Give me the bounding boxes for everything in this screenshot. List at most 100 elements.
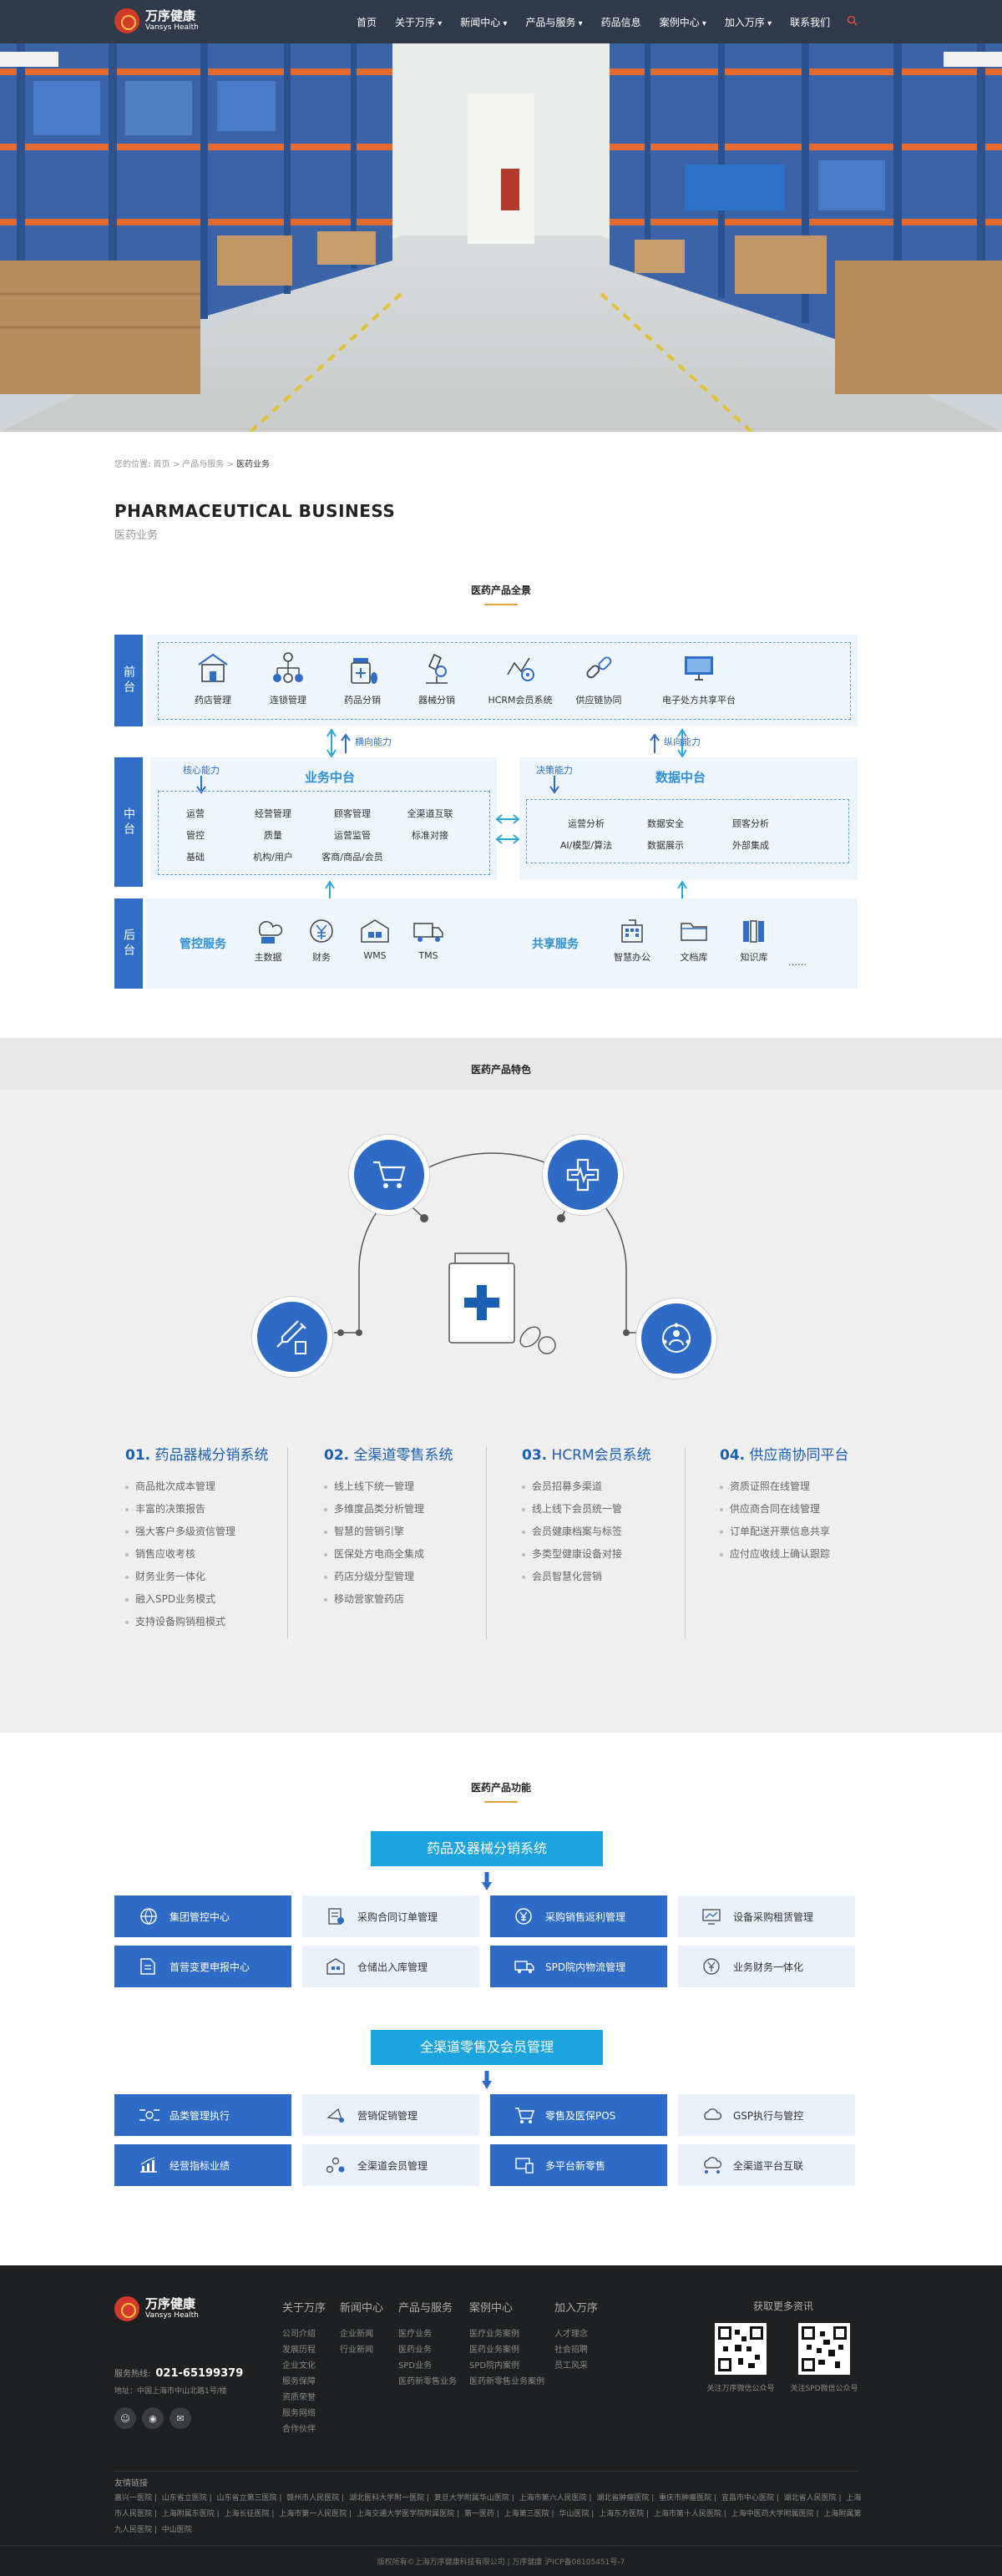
friend-link[interactable]: 上海附属第九人民医院 | <box>114 2510 862 2534</box>
friend-link[interactable]: 上海长征医院 | <box>224 2510 277 2518</box>
search-icon[interactable] <box>847 15 858 29</box>
front-item-eprescription[interactable]: 电子处方共享平台 <box>649 650 749 706</box>
function-purchase-contract[interactable]: 采购合同订单管理 <box>302 1895 479 1937</box>
friend-link[interactable]: 第一医药 | <box>463 2510 502 2518</box>
friend-link[interactable]: 宜昌市中心医院 | <box>721 2494 782 2503</box>
nav-item-drug-info[interactable]: 药品信息 <box>600 16 641 28</box>
monitor-icon <box>701 1906 733 1926</box>
footer-link[interactable]: 服务网络 <box>282 2409 316 2418</box>
function-warehouse[interactable]: 仓储出入库管理 <box>302 1946 479 1987</box>
friend-link[interactable]: 上海附属东医院 | <box>161 2510 222 2518</box>
function-spd-logistics[interactable]: SPD院内物流管理 <box>490 1946 667 1987</box>
site-logo[interactable]: 万序健康 Vansys Health <box>114 8 199 33</box>
shared-item-knowledge[interactable]: 知识库 <box>729 917 779 964</box>
qq-icon[interactable]: ☺ <box>114 2407 136 2429</box>
footer-link[interactable]: 服务保障 <box>282 2377 316 2386</box>
friend-link[interactable]: 湖北医科大学附一医院 | <box>349 2494 432 2503</box>
function-equipment[interactable]: 设备采购租赁管理 <box>678 1895 855 1937</box>
footer-link[interactable]: 医药新零售业务 <box>398 2377 457 2386</box>
friend-link[interactable]: 上海中医药大学附属医院 | <box>731 2510 822 2518</box>
nav-item-home[interactable]: 首页 <box>357 16 377 28</box>
front-item-drug-distribution[interactable]: 药品分销 <box>329 650 396 706</box>
nav-item-join[interactable]: 加入万序 <box>725 15 772 29</box>
footer-link[interactable]: 医疗业务 <box>398 2330 432 2339</box>
nav-item-cases[interactable]: 案例中心 <box>660 15 706 29</box>
front-item-hcrm[interactable]: HCRM会员系统 <box>480 650 560 706</box>
friend-link[interactable]: 上海东方医院 | <box>599 2510 651 2518</box>
function-multi-platform[interactable]: 多平台新零售 <box>490 2144 667 2186</box>
footer-link[interactable]: 公司介绍 <box>282 2330 316 2339</box>
footer-link[interactable]: 企业文化 <box>282 2361 316 2371</box>
function-category[interactable]: 品类管理执行 <box>114 2094 291 2136</box>
footer-link[interactable]: 合作伙伴 <box>282 2425 316 2434</box>
medicine-bottle-icon <box>351 658 377 684</box>
wechat-icon[interactable]: ✉ <box>170 2407 191 2429</box>
footer-link[interactable]: 医药业务案例 <box>469 2346 519 2355</box>
footer-link[interactable]: 行业新闻 <box>340 2346 373 2355</box>
control-item-wms[interactable]: WMS <box>350 917 400 961</box>
front-item-pharmacy[interactable]: 药店管理 <box>180 650 246 706</box>
weibo-icon[interactable]: ◉ <box>142 2407 164 2429</box>
front-item-chain[interactable]: 连锁管理 <box>255 650 321 706</box>
friend-link[interactable]: 复旦大学附属华山医院 | <box>433 2494 517 2503</box>
friend-link[interactable]: 中山医院 <box>161 2526 192 2534</box>
friend-link[interactable]: 湖北省肿瘤医院 | <box>596 2494 657 2503</box>
breadcrumb-path[interactable]: 您的位置: 首页 > 产品与服务 > <box>114 460 237 469</box>
front-item-device-distribution[interactable]: 器械分销 <box>403 650 470 706</box>
friend-link[interactable]: 上海市第一人民医院 | <box>279 2510 355 2518</box>
business-cell: 机构/用户 <box>253 852 293 863</box>
friend-link[interactable]: 嘉兴一医院 | <box>114 2494 159 2503</box>
function-gsp[interactable]: GSP执行与管控 <box>678 2094 855 2136</box>
feature-title: 03. HCRM会员系统 <box>522 1447 651 1464</box>
footer-link[interactable]: 医药新零售业务案例 <box>469 2377 544 2386</box>
member-settings-icon <box>507 657 534 681</box>
footer-link[interactable]: SPD业务 <box>398 2361 433 2371</box>
friend-link[interactable]: 华山医院 | <box>559 2510 597 2518</box>
footer-link[interactable]: 医药业务 <box>398 2346 432 2355</box>
logo-name-en: Vansys Health <box>145 23 199 32</box>
shared-item-office[interactable]: 智慧办公 <box>607 917 657 964</box>
friend-link[interactable]: 上海第三医院 | <box>504 2510 557 2518</box>
friend-link[interactable]: 上海市人民医院 | <box>114 2494 862 2518</box>
function-first-license[interactable]: 首营变更申报中心 <box>114 1946 291 1987</box>
feature-item: 会员健康档案与标签 <box>522 1521 706 1543</box>
friend-link[interactable]: 上海市第六人民医院 | <box>519 2494 595 2503</box>
friend-link[interactable]: 上海市第十人民医院 | <box>653 2510 729 2518</box>
feature-item: 应付应收线上确认跟踪 <box>720 1543 903 1566</box>
function-rebate[interactable]: 采购销售返利管理 <box>490 1895 667 1937</box>
function-group-control[interactable]: 集团管控中心 <box>114 1895 291 1937</box>
footer-link[interactable]: SPD院内案例 <box>469 2361 520 2371</box>
friend-link[interactable]: 湖北省人民医院 | <box>783 2494 844 2503</box>
nav-item-news[interactable]: 新闻中心 <box>460 15 507 29</box>
friend-link[interactable]: 赣州市人民医院 | <box>286 2494 347 2503</box>
friend-link[interactable]: 山东省立第三医院 | <box>216 2494 285 2503</box>
footer-link[interactable]: 企业新闻 <box>340 2330 373 2339</box>
control-item-master-data[interactable]: 主数据 <box>243 917 293 964</box>
footer-link[interactable]: 资质荣誉 <box>282 2393 316 2402</box>
footer-logo[interactable]: 万序健康 Vansys Health <box>114 2296 199 2321</box>
function-kpi[interactable]: 经营指标业绩 <box>114 2144 291 2186</box>
function-promotion[interactable]: 营销促销管理 <box>302 2094 479 2136</box>
function-members[interactable]: 全渠道会员管理 <box>302 2144 479 2186</box>
shared-item-documents[interactable]: 文档库 <box>669 917 719 964</box>
nav-item-products[interactable]: 产品与服务 <box>525 15 582 29</box>
control-item-finance[interactable]: 财务 <box>296 917 347 964</box>
layer-front-label: 前台 <box>114 635 143 726</box>
footer-link[interactable]: 人才理念 <box>554 2330 588 2339</box>
footer-link[interactable]: 发展历程 <box>282 2346 316 2355</box>
front-item-supply-chain[interactable]: 供应链协同 <box>565 650 632 706</box>
footer-address: 地址：中国上海市中山北路1号/楼 <box>114 2387 227 2396</box>
control-item-tms[interactable]: TMS <box>403 917 453 961</box>
friend-link[interactable]: 山东省立医院 | <box>161 2494 215 2503</box>
friend-link[interactable]: 上海交通大学医学院附属医院 | <box>357 2510 462 2518</box>
footer-phone[interactable]: 021-65199379 <box>155 2367 244 2380</box>
function-channel-link[interactable]: 全渠道平台互联 <box>678 2144 855 2186</box>
footer-link[interactable]: 社会招聘 <box>554 2346 588 2355</box>
footer-link[interactable]: 员工风采 <box>554 2361 588 2371</box>
function-pos[interactable]: 零售及医保POS <box>490 2094 667 2136</box>
footer-link[interactable]: 医疗业务案例 <box>469 2330 519 2339</box>
function-finance[interactable]: 业务财务一体化 <box>678 1946 855 1987</box>
friend-link[interactable]: 重庆市肿瘤医院 | <box>659 2494 719 2503</box>
nav-item-about[interactable]: 关于万序 <box>395 15 442 29</box>
nav-item-contact[interactable]: 联系我们 <box>790 16 831 28</box>
